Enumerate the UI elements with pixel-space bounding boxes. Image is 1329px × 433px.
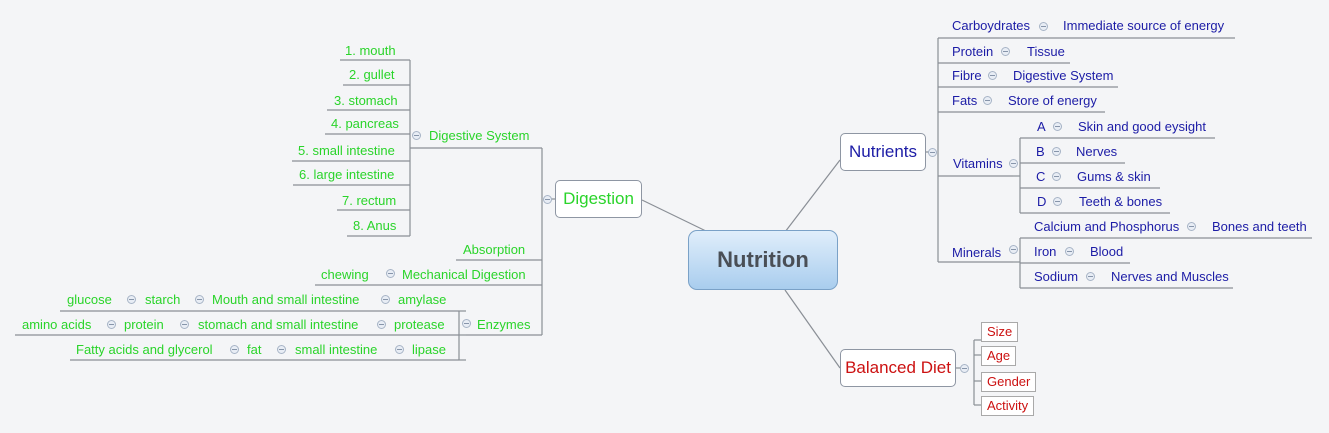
vitamin-label[interactable]: A [1037,119,1046,134]
collapse-icon[interactable] [395,345,404,354]
collapse-icon[interactable] [960,364,969,373]
vitamin-label[interactable]: C [1036,169,1046,184]
collapse-icon[interactable] [1053,197,1062,206]
collapse-icon[interactable] [1001,47,1010,56]
absorption-label[interactable]: Absorption [463,242,526,257]
protein-note[interactable]: Tissue [1027,44,1065,59]
collapse-icon[interactable] [983,96,992,105]
nutrient-minerals[interactable]: Minerals [952,245,1002,260]
carbohydrates-note[interactable]: Immediate source of energy [1063,18,1225,33]
collapse-icon[interactable] [127,295,136,304]
mineral-label[interactable]: Calcium and Phosphorus [1034,219,1180,234]
vitamin-note[interactable]: Nerves [1076,144,1118,159]
nutrient-carbohydrates[interactable]: Carboydrates [952,18,1031,33]
collapse-icon[interactable] [1065,247,1074,256]
collapse-icon[interactable] [377,320,386,329]
mineral-label[interactable]: Sodium [1034,269,1079,284]
topic-digestion[interactable]: Digestion [555,180,642,218]
chewing-label[interactable]: chewing [321,267,369,282]
collapse-icon[interactable] [1039,22,1048,31]
collapse-icon[interactable] [277,345,286,354]
collapse-icon[interactable] [462,319,471,328]
enzyme-product[interactable]: Fatty acids and glycerol [76,342,213,357]
organ-item[interactable]: 5. small intestine [298,143,395,158]
mineral-label[interactable]: Iron [1034,244,1057,259]
collapse-icon[interactable] [928,148,937,157]
fibre-note[interactable]: Digestive System [1013,68,1114,83]
organ-item[interactable]: 7. rectum [342,193,397,208]
enzyme-product[interactable]: glucose [67,292,112,307]
vitamin-label[interactable]: D [1037,194,1047,209]
nutrient-protein[interactable]: Protein [952,44,994,59]
diet-factor-age[interactable]: Age [981,346,1017,366]
enzyme-name[interactable]: amylase [398,292,447,307]
organ-item[interactable]: 6. large intestine [299,167,395,182]
enzyme-substrate[interactable]: starch [145,292,181,307]
enzyme-name[interactable]: lipase [412,342,446,357]
enzyme-name[interactable]: protease [394,317,445,332]
nutrient-fats[interactable]: Fats [952,93,978,108]
collapse-icon[interactable] [1086,272,1095,281]
vitamin-note[interactable]: Gums & skin [1077,169,1151,184]
diet-factor-size[interactable]: Size [981,322,1019,342]
mineral-note[interactable]: Blood [1090,244,1124,259]
enzymes-label[interactable]: Enzymes [477,317,531,332]
nutrient-fibre[interactable]: Fibre [952,68,982,83]
mineral-note[interactable]: Nerves and Muscles [1111,269,1229,284]
digestive-system-label[interactable]: Digestive System [429,128,530,143]
organ-item[interactable]: 1. mouth [345,43,396,58]
vitamin-label[interactable]: B [1036,144,1045,159]
mineral-note[interactable]: Bones and teeth [1212,219,1307,234]
diet-factor-gender[interactable]: Gender [981,372,1037,392]
collapse-icon[interactable] [1052,172,1061,181]
collapse-icon[interactable] [1009,245,1018,254]
collapse-icon[interactable] [1009,159,1018,168]
vitamin-note[interactable]: Teeth & bones [1079,194,1163,209]
enzyme-site[interactable]: stomach and small intestine [198,317,359,332]
nutrient-vitamins[interactable]: Vitamins [953,156,1003,171]
collapse-icon[interactable] [386,269,395,278]
collapse-icon[interactable] [412,131,421,140]
collapse-icon[interactable] [230,345,239,354]
organ-item[interactable]: 3. stomach [334,93,398,108]
organ-item[interactable]: 8. Anus [353,218,397,233]
organ-item[interactable]: 4. pancreas [331,116,399,131]
collapse-icon[interactable] [180,320,189,329]
topic-balanced-diet[interactable]: Balanced Diet [840,349,956,387]
vitamin-note[interactable]: Skin and good eysight [1078,119,1206,134]
collapse-icon[interactable] [195,295,204,304]
collapse-icon[interactable] [381,295,390,304]
central-topic-nutrition[interactable]: Nutrition [688,230,838,290]
diet-factor-activity[interactable]: Activity [981,396,1035,416]
mechanical-digestion-label[interactable]: Mechanical Digestion [402,267,526,282]
collapse-icon[interactable] [1053,122,1062,131]
collapse-icon[interactable] [107,320,116,329]
enzyme-site[interactable]: Mouth and small intestine [212,292,360,307]
collapse-icon[interactable] [988,71,997,80]
collapse-icon[interactable] [1187,222,1196,231]
fats-note[interactable]: Store of energy [1008,93,1097,108]
collapse-icon[interactable] [543,195,552,204]
enzyme-substrate[interactable]: fat [247,342,262,357]
topic-nutrients[interactable]: Nutrients [840,133,926,171]
collapse-icon[interactable] [1052,147,1061,156]
organ-item[interactable]: 2. gullet [349,67,395,82]
enzyme-product[interactable]: amino acids [22,317,92,332]
enzyme-substrate[interactable]: protein [124,317,164,332]
enzyme-site[interactable]: small intestine [295,342,378,357]
